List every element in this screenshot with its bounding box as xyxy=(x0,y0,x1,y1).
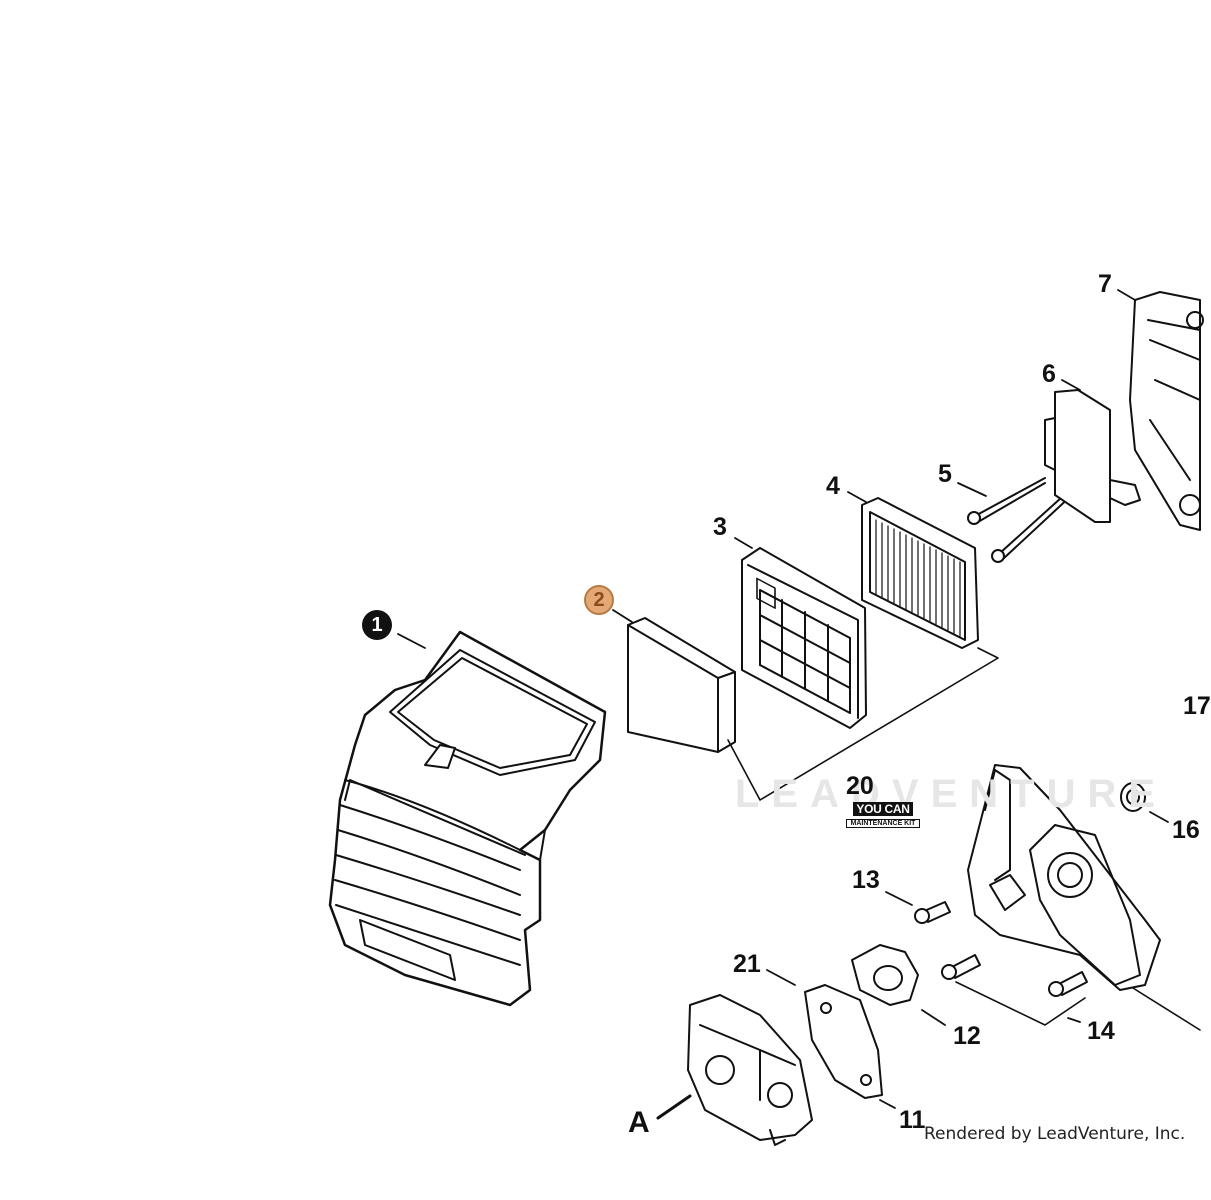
watermark: LEADVENTURE xyxy=(735,772,1168,816)
part-a-carburetor[interactable] xyxy=(687,994,813,1146)
callout-13[interactable]: 13 xyxy=(852,866,880,894)
part-7-housing-base[interactable] xyxy=(1129,291,1204,531)
part-3-filter-frame[interactable] xyxy=(741,547,867,729)
part-12-flange[interactable] xyxy=(851,944,919,1006)
part-14-screws[interactable] xyxy=(941,954,1201,1031)
maintenance-kit-badge[interactable]: YOU CAN MAINTENANCE KIT xyxy=(846,800,920,828)
callout-20[interactable]: 20 xyxy=(846,772,874,800)
callout-17[interactable]: 17 xyxy=(1183,692,1211,720)
callout-6[interactable]: 6 xyxy=(1042,360,1056,388)
callout-14[interactable]: 14 xyxy=(1087,1017,1115,1045)
part-16-washer[interactable] xyxy=(1120,782,1146,812)
kit-badge-bottom: MAINTENANCE KIT xyxy=(846,819,920,828)
callout-21[interactable]: 21 xyxy=(733,950,761,978)
kit-badge-top: YOU CAN xyxy=(853,802,913,816)
bracket-20 xyxy=(727,647,999,801)
callout-12[interactable]: 12 xyxy=(953,1022,981,1050)
part-1-filter-cover[interactable] xyxy=(328,630,607,1007)
callout-a[interactable]: A xyxy=(628,1106,650,1139)
part-6-gasket[interactable] xyxy=(1044,389,1141,523)
part-21-gasket[interactable] xyxy=(804,984,883,1099)
callout-1[interactable]: 1 xyxy=(362,610,392,640)
callout-3[interactable]: 3 xyxy=(713,513,727,541)
callout-16[interactable]: 16 xyxy=(1172,816,1200,844)
part-13-screw[interactable] xyxy=(914,901,951,924)
callout-2[interactable]: 2 xyxy=(584,585,614,615)
callout-7[interactable]: 7 xyxy=(1098,270,1112,298)
part-2-foam-filter[interactable] xyxy=(627,617,736,753)
part-4-pleated-filter[interactable] xyxy=(861,497,979,649)
callout-4[interactable]: 4 xyxy=(826,472,840,500)
callout-5[interactable]: 5 xyxy=(938,460,952,488)
footer-credit: Rendered by LeadVenture, Inc. xyxy=(924,1124,1186,1144)
callout-11[interactable]: 11 xyxy=(899,1106,926,1134)
leader-lines xyxy=(397,289,1169,1120)
